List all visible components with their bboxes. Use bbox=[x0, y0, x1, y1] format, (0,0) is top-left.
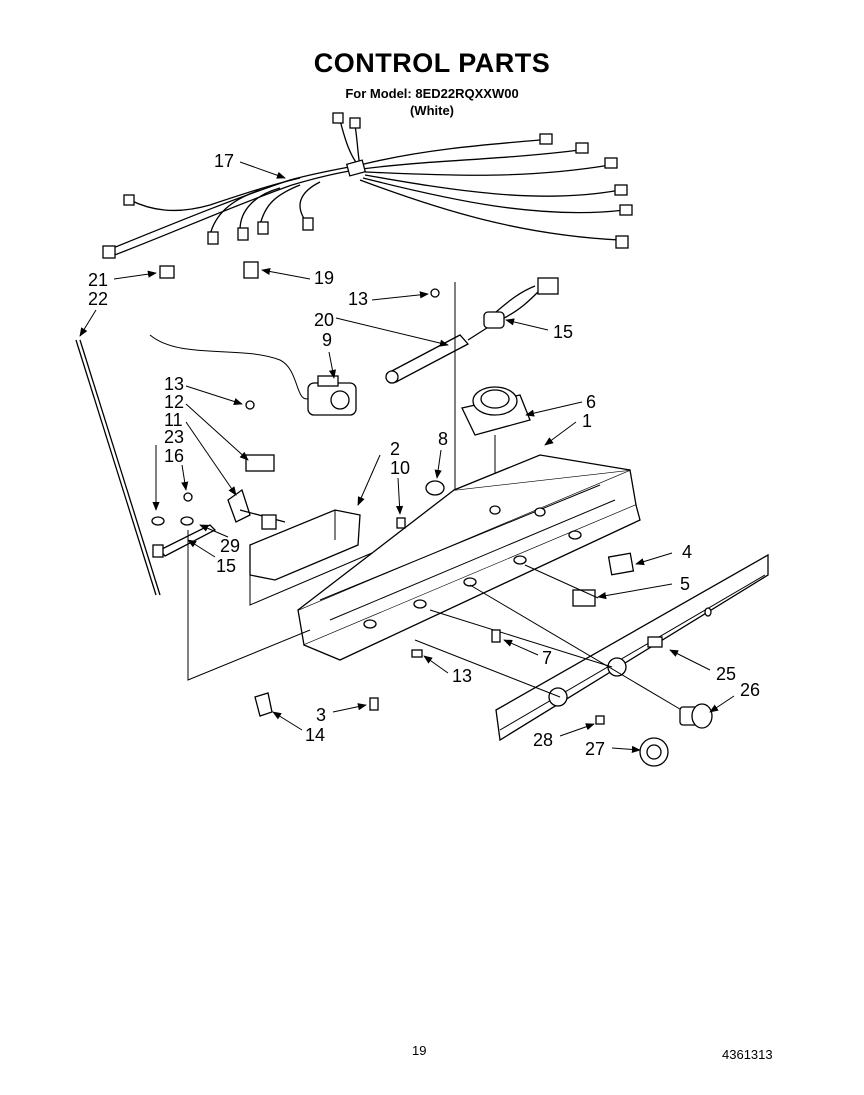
callout-17: 15 bbox=[553, 322, 573, 342]
color-line: (White) bbox=[409, 103, 455, 118]
callout-15: 15 bbox=[216, 556, 236, 576]
callout-20: 17 bbox=[214, 151, 234, 171]
sensor-harness-part bbox=[454, 277, 559, 520]
timer-part bbox=[461, 386, 531, 436]
page-title: CONTROL PARTS bbox=[313, 48, 551, 78]
bracket-2-part bbox=[249, 509, 373, 606]
callout-labels: 17 19 21 22 13 20 15 9 13 12 11 23 16 6 … bbox=[88, 151, 760, 759]
page-number: 19 bbox=[412, 1043, 427, 1058]
model-line: For Model: 8ED22RQXXW00 bbox=[345, 86, 519, 101]
switch-5-part bbox=[572, 589, 596, 607]
callout-19: 20 bbox=[314, 310, 334, 330]
callout-26: 26 bbox=[740, 680, 760, 700]
callout-14: 14 bbox=[305, 725, 325, 745]
rod-part bbox=[75, 339, 157, 596]
screw-3 bbox=[369, 697, 379, 711]
spring-28-part bbox=[595, 715, 605, 725]
callout-5: 5 bbox=[680, 574, 690, 594]
document-number: 4361313 bbox=[722, 1047, 773, 1062]
leader-arrows bbox=[79, 161, 735, 754]
wire-harness bbox=[102, 112, 633, 259]
callout-7: 7 bbox=[542, 648, 552, 668]
callout-2: 2 bbox=[390, 439, 400, 459]
callout-28: 28 bbox=[533, 730, 553, 750]
callout-13-left: 13 bbox=[164, 374, 184, 394]
callout-23: 22 bbox=[88, 289, 108, 309]
callout-25: 25 bbox=[716, 664, 736, 684]
grommet-part bbox=[425, 480, 445, 496]
thermostat-part bbox=[307, 375, 357, 416]
callout-29: 29 bbox=[220, 536, 240, 556]
callout-27: 27 bbox=[585, 739, 605, 759]
screw-13-lower bbox=[411, 649, 423, 658]
knob-26-part bbox=[679, 703, 713, 729]
callout-21: 19 bbox=[314, 268, 334, 288]
callout-13-top: 13 bbox=[348, 289, 368, 309]
callout-11: 11 bbox=[164, 410, 183, 430]
callout-4: 4 bbox=[682, 542, 692, 562]
callout-13-lower: 13 bbox=[452, 666, 472, 686]
bracket-part bbox=[243, 261, 259, 279]
callout-9: 9 bbox=[322, 330, 332, 350]
callout-3: 3 bbox=[316, 705, 326, 725]
sensor-part bbox=[385, 325, 491, 384]
callout-12: 12 bbox=[164, 392, 184, 412]
control-housing bbox=[297, 454, 641, 661]
callout-16: 16 bbox=[164, 446, 184, 466]
switch-4-part bbox=[607, 552, 635, 576]
screw-13-top bbox=[430, 288, 440, 298]
callout-8: 8 bbox=[438, 429, 448, 449]
clip-part bbox=[159, 265, 175, 279]
front-panel bbox=[495, 553, 769, 742]
callout-1: 1 bbox=[582, 411, 592, 431]
callout-6: 6 bbox=[586, 392, 596, 412]
knob-27-part bbox=[639, 737, 669, 767]
screw-10 bbox=[396, 517, 406, 529]
callout-10: 10 bbox=[390, 458, 410, 478]
callout-24: 23 bbox=[164, 427, 184, 447]
clip-14-part bbox=[254, 692, 273, 717]
screw-7 bbox=[491, 629, 501, 643]
control-assembly bbox=[151, 400, 311, 681]
callout-22: 21 bbox=[88, 270, 108, 290]
